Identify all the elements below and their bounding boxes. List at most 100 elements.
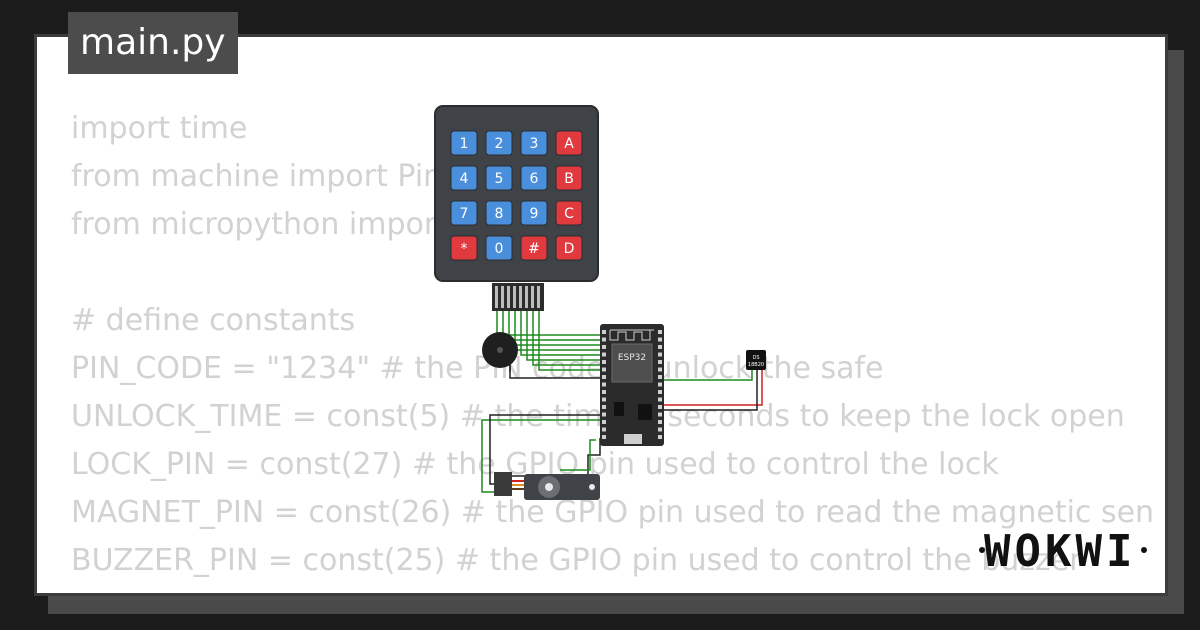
keypad-key: 3 xyxy=(520,130,548,156)
preview-card: import time from machine import Pin from… xyxy=(34,34,1168,596)
connector-pin xyxy=(537,286,540,308)
wire xyxy=(658,370,763,406)
keypad-key: * xyxy=(450,235,478,261)
header-pin xyxy=(602,427,606,432)
keypad-key: A xyxy=(555,130,583,156)
wire xyxy=(538,310,604,371)
keypad-key: D xyxy=(555,235,583,261)
keypad-key-label: 9 xyxy=(530,206,539,222)
code-line: # define constants xyxy=(71,303,356,338)
connector-pin xyxy=(519,286,522,308)
code-line: import time xyxy=(71,111,248,146)
keypad-key-cap xyxy=(450,235,478,261)
keypad-key: 7 xyxy=(450,200,478,226)
keypad-key-cap xyxy=(520,165,548,191)
wire xyxy=(526,310,604,361)
board-pins xyxy=(602,330,662,439)
header-pin xyxy=(602,367,606,372)
keypad-key-label: C xyxy=(564,206,574,222)
keypad-key-label: 2 xyxy=(495,136,504,152)
header-pin xyxy=(602,360,606,364)
keypad-key-label: 4 xyxy=(460,171,469,187)
connector-pin xyxy=(501,286,504,308)
keypad-key: 6 xyxy=(520,165,548,191)
keypad-key-cap xyxy=(520,235,548,261)
wire xyxy=(532,310,604,366)
header-pin xyxy=(658,405,662,409)
wokwi-logo-text: WOKWI xyxy=(984,526,1137,577)
keypad-key: 8 xyxy=(485,200,513,226)
keypad-key-cap xyxy=(450,200,478,226)
header-pin xyxy=(602,345,606,349)
header-pin xyxy=(658,360,662,364)
header-pin xyxy=(658,435,662,439)
header-pin xyxy=(602,375,606,379)
keypad-key-label: 3 xyxy=(530,136,539,152)
sensor-label-line1: DS xyxy=(752,355,759,361)
keypad-key-cap xyxy=(485,130,513,156)
keypad-key-label: 5 xyxy=(495,171,504,187)
wire xyxy=(481,419,604,493)
esp32-board: ESP32 xyxy=(600,324,664,446)
usb-port xyxy=(624,434,642,444)
header-pin xyxy=(658,412,662,417)
wire xyxy=(502,310,604,336)
board-chip xyxy=(614,402,624,416)
keypad-key-cap xyxy=(450,165,478,191)
keypad-key-cap xyxy=(555,235,583,261)
keypad-key-label: A xyxy=(564,136,574,152)
code-line: from machine import Pin xyxy=(71,159,443,194)
buzzer-hole xyxy=(497,347,503,353)
keypad-key-label: # xyxy=(528,241,540,257)
wire xyxy=(658,370,758,411)
board-module xyxy=(611,343,653,383)
header-pin xyxy=(658,345,662,349)
header-pin xyxy=(658,375,662,379)
temperature-sensor: DS 18B20 xyxy=(746,350,766,370)
header-pin xyxy=(658,352,662,357)
header-pin xyxy=(602,420,606,424)
connector-pin xyxy=(525,286,528,308)
keypad-key-cap xyxy=(450,130,478,156)
servo-motor xyxy=(494,472,600,500)
code-line: BUZZER_PIN = const(25) # the GPIO pin us… xyxy=(71,543,1082,578)
connector-pin xyxy=(507,286,510,308)
connector-pin xyxy=(531,286,534,308)
keypad-key-cap xyxy=(520,200,548,226)
header-pin xyxy=(602,337,606,342)
keypad-key-label: D xyxy=(564,241,575,257)
connector-pin xyxy=(513,286,516,308)
header-pin xyxy=(602,330,606,334)
header-pin xyxy=(658,337,662,342)
header-pin xyxy=(658,382,662,387)
keypad-key-label: 7 xyxy=(460,206,469,222)
code-line: UNLOCK_TIME = const(5) # the time in sec… xyxy=(71,399,1125,434)
keypad-key-cap xyxy=(485,235,513,261)
keypad-key-label: B xyxy=(564,171,574,187)
filename-tab: main.py xyxy=(68,12,238,74)
servo-screw xyxy=(589,484,595,490)
wire xyxy=(658,370,753,381)
wokwi-logo-icon xyxy=(979,547,1147,553)
code-line: MAGNET_PIN = const(26) # the GPIO pin us… xyxy=(71,495,1155,530)
header-pin xyxy=(658,420,662,424)
keypad-key-label: 0 xyxy=(495,241,504,257)
wire xyxy=(489,414,604,485)
wire xyxy=(520,310,604,356)
connector-pin xyxy=(495,286,498,308)
keypad-key-cap xyxy=(485,200,513,226)
sensor-label-line2: 18B20 xyxy=(748,362,764,368)
header-pin xyxy=(602,412,606,417)
servo-body xyxy=(524,474,600,500)
keypad-key-cap xyxy=(555,200,583,226)
keypad-key-cap xyxy=(520,130,548,156)
keypad-key-label: 1 xyxy=(460,136,469,152)
keypad-key: 4 xyxy=(450,165,478,191)
header-pin xyxy=(658,367,662,372)
header-pin xyxy=(602,435,606,439)
keypad-key-label: * xyxy=(461,241,468,257)
keypad-pins xyxy=(495,286,540,308)
